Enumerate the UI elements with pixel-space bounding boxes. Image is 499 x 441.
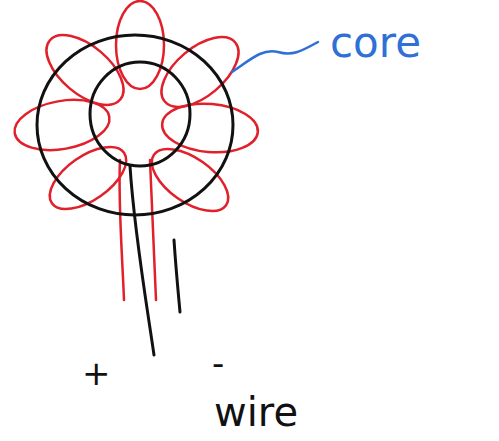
terminal-sign: - xyxy=(212,346,224,380)
part-label: core xyxy=(330,22,421,64)
terminal-sign: + xyxy=(82,356,111,390)
leader-line xyxy=(232,42,318,72)
part-label: wire xyxy=(214,392,298,432)
winding xyxy=(11,1,260,300)
core-ring xyxy=(37,35,233,215)
wire-lead xyxy=(130,166,180,355)
